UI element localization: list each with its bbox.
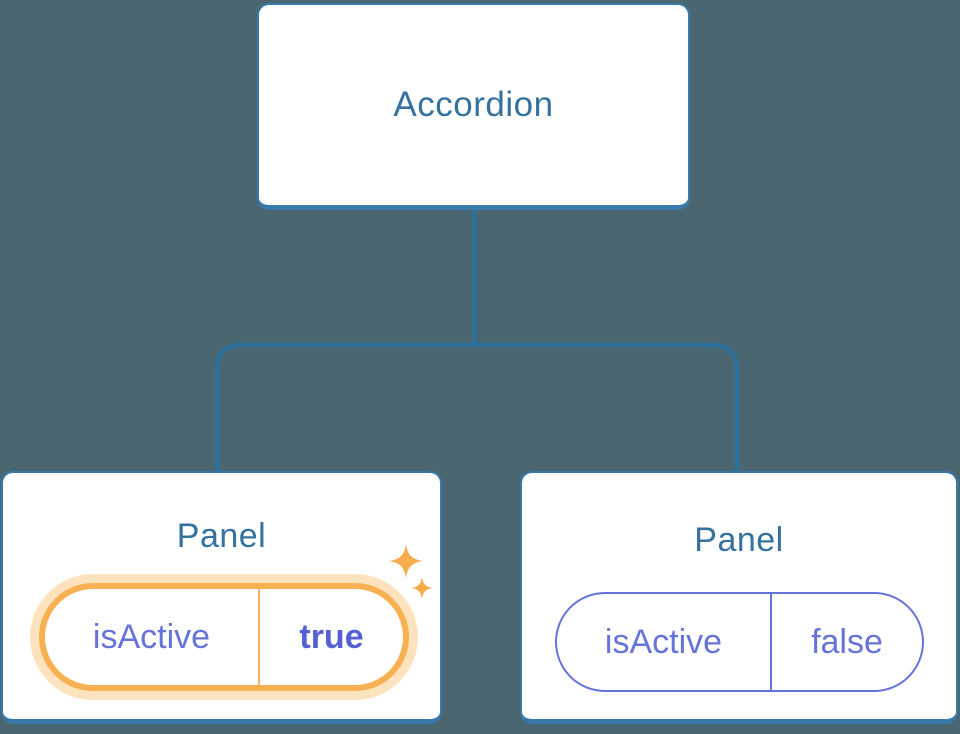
panel-node-label: Panel	[694, 521, 784, 559]
state-value: false	[811, 622, 883, 661]
state-pill-active: isActive true	[39, 583, 409, 691]
state-key: isActive	[45, 589, 260, 685]
accordion-node-label: Accordion	[393, 85, 554, 124]
state-value: true	[299, 617, 364, 656]
panel-node-label: Panel	[176, 517, 267, 555]
accordion-node: Accordion	[257, 3, 690, 210]
state-key: isActive	[557, 594, 772, 690]
panel-node-active: Panel isActive true	[1, 471, 442, 724]
sparkles-icon	[389, 544, 433, 599]
state-pill-inactive: isActive false	[555, 592, 924, 692]
panel-node-inactive: Panel isActive false	[520, 471, 958, 724]
connector-branch	[214, 342, 740, 472]
